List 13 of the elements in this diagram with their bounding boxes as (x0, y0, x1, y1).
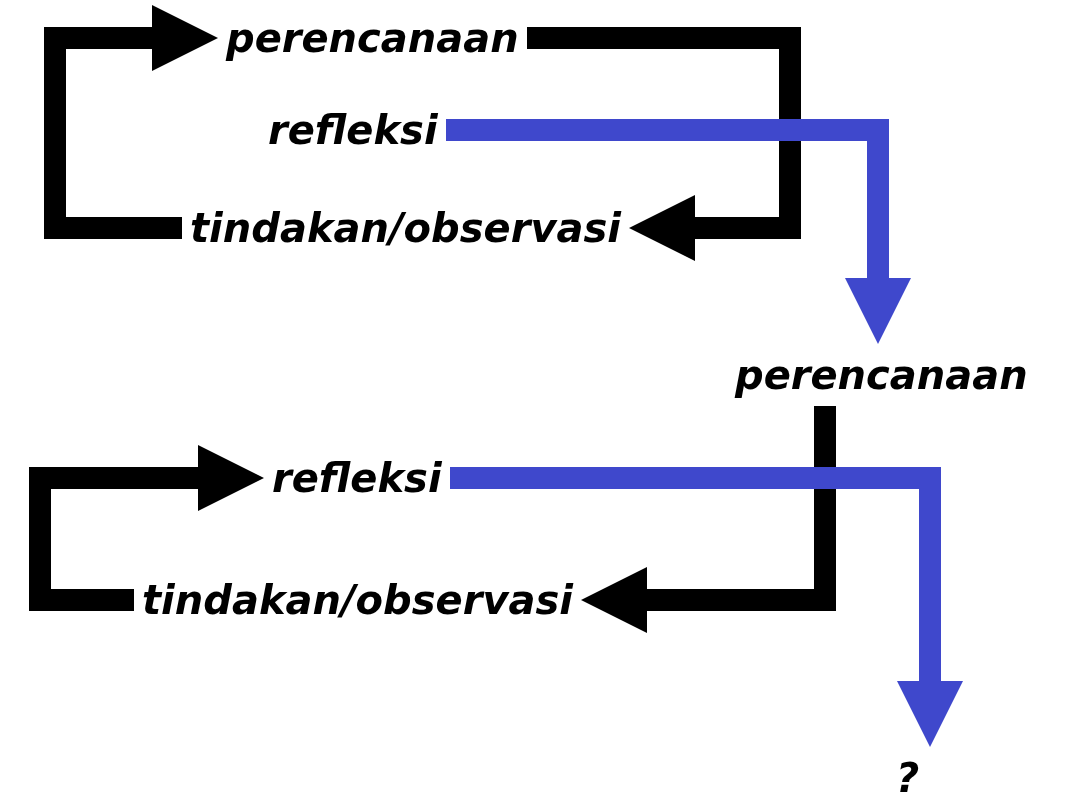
step-label: ? (896, 755, 920, 801)
flow-arrow (29, 445, 264, 611)
step-label: refleksi (268, 107, 438, 153)
step-label: perencanaan (226, 15, 519, 61)
step-label: perencanaan (735, 352, 1028, 398)
step-label: tindakan/observasi (190, 205, 621, 251)
step-label: refleksi (272, 455, 442, 501)
flow-arrow (527, 27, 801, 261)
step-label: tindakan/observasi (142, 577, 573, 623)
flow-arrow (446, 119, 911, 344)
flow-arrow (450, 467, 963, 747)
flow-arrow (44, 5, 218, 239)
flow-arrow (581, 406, 836, 633)
